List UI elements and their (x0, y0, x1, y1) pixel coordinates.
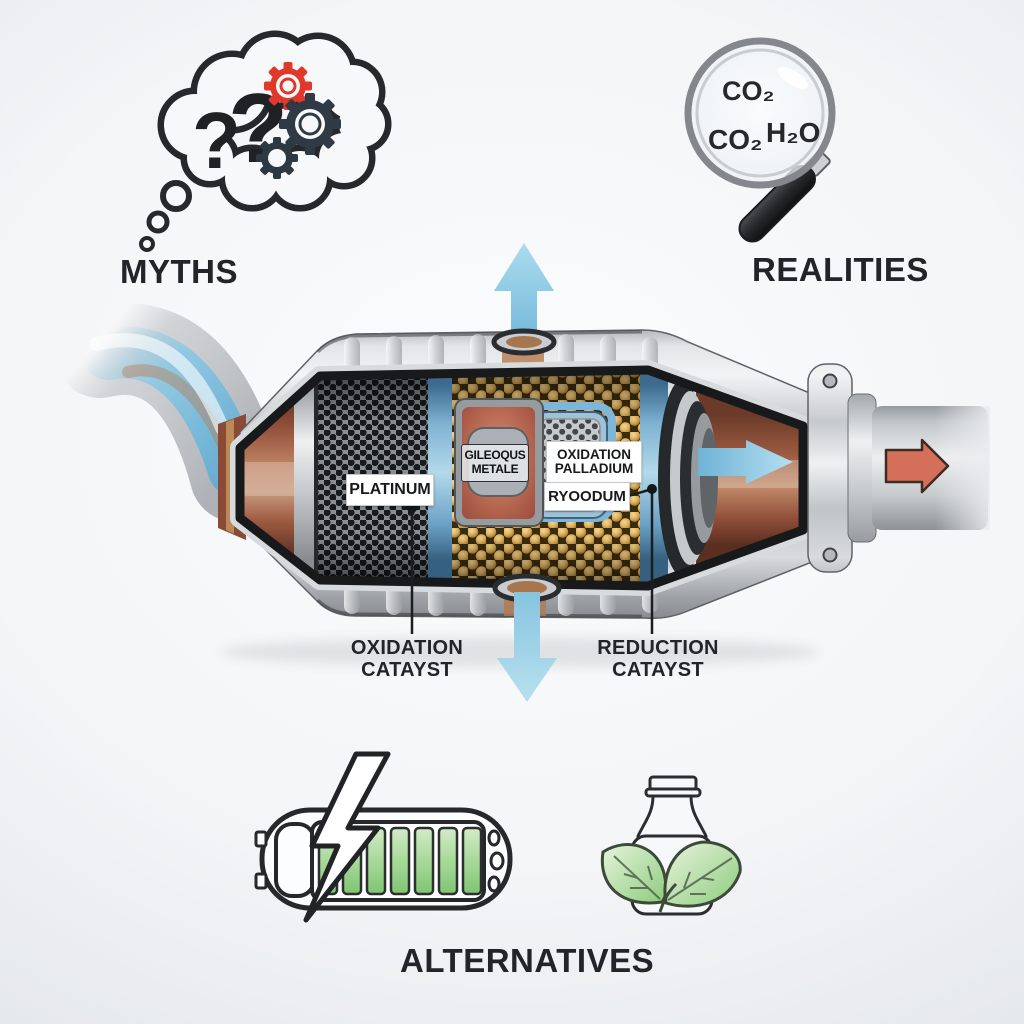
platinum-label-box: PLATINUM (346, 474, 434, 506)
bottom-port (492, 573, 562, 702)
magnifier-handle (738, 150, 831, 243)
lens-highlight (778, 67, 808, 89)
flange-bolt-top (822, 373, 838, 389)
flange-disc (807, 363, 853, 573)
molecule-co2-top: CO₂ (722, 76, 775, 106)
gasket-ring-stack (658, 380, 718, 576)
oxidation-catalyst-line2: CATAYST (361, 659, 453, 682)
reduction-catalyst-line2: CATAYST (612, 659, 704, 682)
magnifier-lens (684, 37, 836, 189)
gas-flow-down-arrow (497, 592, 557, 702)
flange-bolt-bottom (822, 547, 838, 563)
platinum-label: PLATINUM (349, 480, 431, 498)
outlet-collar (847, 393, 877, 543)
rhodium-label-box: RYOODUM (544, 482, 630, 511)
palladium-label-line2: PALLADIUM (554, 461, 634, 476)
gas-flow-right-arrow (698, 440, 793, 484)
gas-flow-up-arrow (494, 243, 554, 338)
oxidation-palladium-label-box: OXIDATION PALLADIUM (546, 441, 642, 483)
rhodium-label: RYOODUM (548, 487, 626, 505)
leader-lines (410, 488, 654, 634)
question-mark-small: ? (192, 96, 241, 185)
realities-label: REALITIES (752, 251, 929, 288)
alternatives-label: ALTERNATIVES (400, 942, 655, 979)
outlet-assembly (807, 363, 990, 573)
oxidation-catalyst-caption: OXIDATION CATAYST (328, 637, 486, 682)
molecule-h2o: H₂O (766, 117, 821, 148)
gear-small-icon (256, 137, 298, 179)
chip-label-line1: GILEOQUS (464, 448, 526, 463)
cutaway-frame (235, 365, 808, 591)
top-port (491, 243, 557, 356)
ev-battery-icon (254, 751, 513, 923)
magnifier-icon (684, 37, 836, 243)
molecule-co2-left: CO₂ (708, 124, 763, 155)
rhodium-leader-dot (647, 484, 657, 494)
thought-cloud-icon: ? ? (139, 30, 392, 252)
gear-red-icon (264, 62, 312, 110)
reduction-catalyst-line1: REDUCTION (597, 637, 719, 659)
substrate-retainer-ring (294, 370, 316, 586)
palladium-label-line1: OXIDATION (557, 446, 631, 462)
myths-label: MYTHS (120, 253, 238, 290)
inlet-pipe (54, 303, 282, 540)
chip-label-line2: METALE (471, 462, 519, 476)
eco-bottle-icon (600, 775, 742, 916)
reduction-catalyst-caption: REDUCTION CATAYST (578, 637, 738, 682)
thought-bubble-trail (139, 180, 192, 252)
precious-metals-label-box: GILEOQUS METALE (461, 444, 529, 482)
battery-vents (487, 829, 505, 893)
lightning-bolt-icon (303, 751, 391, 923)
clean-exhaust-arrow (884, 438, 950, 494)
oxidation-catalyst-line1: OXIDATION (350, 637, 464, 659)
gear-dark-icon (279, 93, 341, 155)
leaf-stem (658, 882, 678, 913)
